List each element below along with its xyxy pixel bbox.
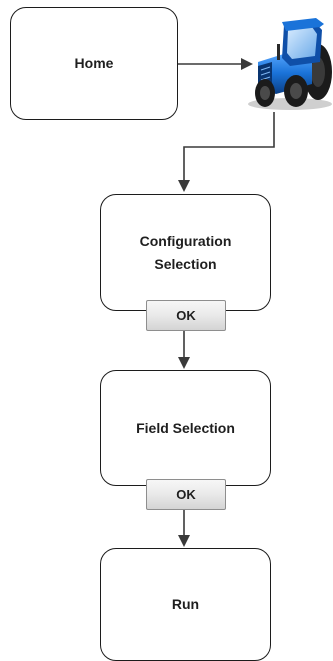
field-selection-step[interactable]: Field Selection: [100, 370, 271, 486]
ok-button-field[interactable]: OK: [146, 479, 226, 510]
configuration-selection-label: Configuration Selection: [139, 232, 232, 272]
arrowhead-icon: [178, 535, 190, 547]
ok-button-configuration[interactable]: OK: [146, 300, 226, 331]
arrowhead-icon: [241, 58, 253, 70]
run-step[interactable]: Run: [100, 548, 271, 661]
arrowhead-icon: [178, 357, 190, 369]
arrowhead-icon: [178, 180, 190, 192]
run-step-label: Run: [171, 596, 200, 612]
home-step[interactable]: Home: [10, 7, 178, 120]
field-selection-label: Field Selection: [136, 419, 235, 436]
home-step-label: Home: [74, 55, 114, 71]
ok-button-label: OK: [176, 308, 196, 323]
configuration-selection-step[interactable]: Configuration Selection: [100, 194, 271, 311]
ok-button-label: OK: [176, 487, 196, 502]
connector-tractor-to-config: [183, 112, 275, 183]
